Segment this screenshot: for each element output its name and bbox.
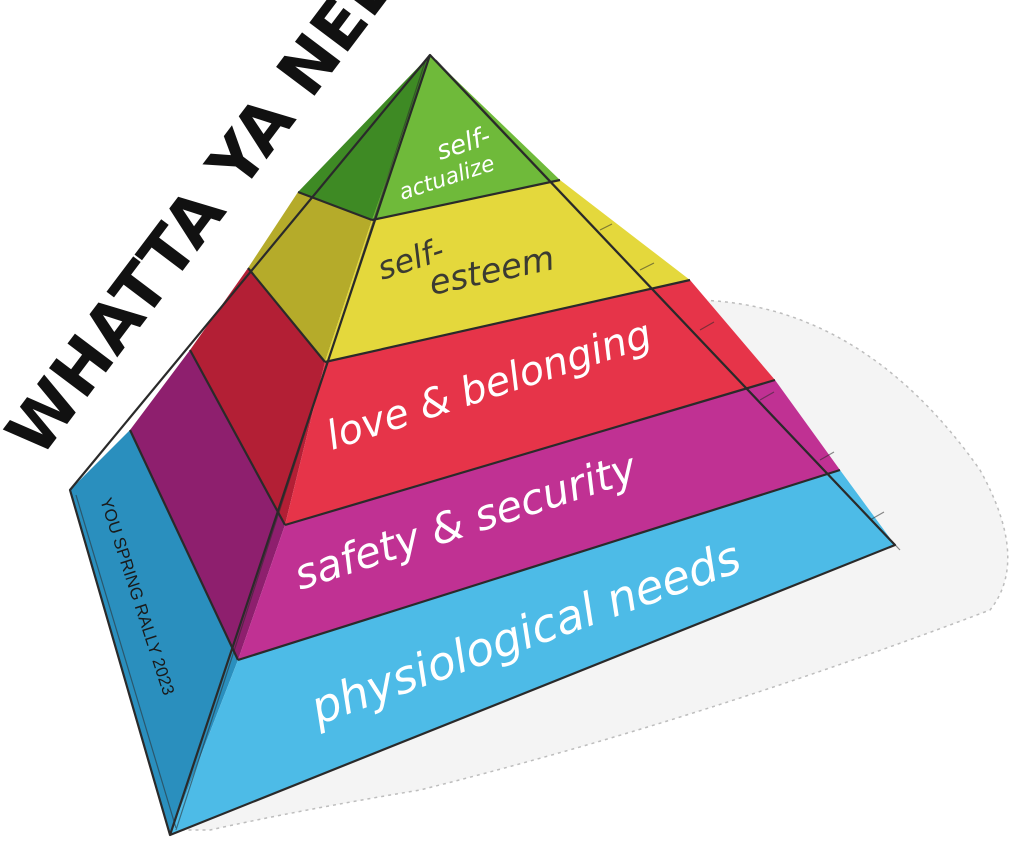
tier-safety: [238, 380, 840, 660]
tier-side-physiological: [70, 430, 238, 835]
tier-actualize: [372, 55, 560, 220]
front-faces: [170, 55, 895, 835]
tier-physiological: [170, 470, 895, 835]
tier-side-love: [190, 268, 325, 525]
tier-side-safety: [130, 350, 285, 660]
tier-side-esteem: [248, 192, 372, 362]
tier-love: [285, 280, 775, 525]
tier-esteem: [325, 180, 690, 362]
pyramid-outline: [68, 53, 901, 837]
